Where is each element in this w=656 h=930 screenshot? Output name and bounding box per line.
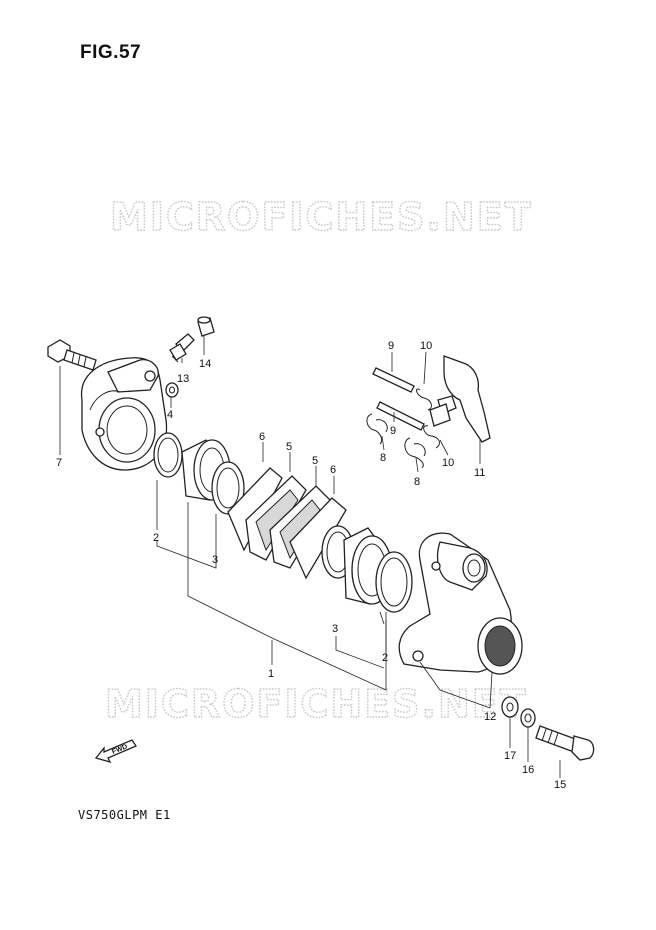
callout-labels: 7 13 14 4 6 5 5 6 2 3 1 3 2 9 10 9 8 8 1… (56, 340, 566, 791)
bleeder-valve-13 (169, 333, 195, 363)
callout-12: 12 (484, 711, 496, 723)
dust-seal-3-right (375, 551, 413, 613)
callout-9: 9 (390, 425, 396, 437)
callout-1: 1 (268, 668, 274, 680)
callout-9: 9 (388, 340, 394, 352)
fwd-arrow-icon (94, 739, 137, 764)
pad-pin-9-upper (372, 367, 415, 393)
caliper-housing-left (80, 357, 168, 471)
callout-17: 17 (504, 750, 516, 762)
callout-7: 7 (56, 457, 62, 469)
pad-pin-9-lower (376, 401, 425, 431)
figure-title: FIG.57 (80, 42, 142, 63)
callout-6: 6 (259, 431, 265, 443)
callout-6: 6 (330, 464, 336, 476)
model-code: VS750GLPM E1 (78, 808, 171, 822)
shim-6-left (227, 467, 283, 552)
callout-11: 11 (474, 467, 485, 479)
caliper-bolt-7 (47, 339, 97, 371)
washer-4 (165, 382, 179, 398)
dust-seal-3-left (211, 461, 245, 515)
callout-2: 2 (382, 652, 388, 664)
clip-8-right (404, 437, 426, 469)
clip-8-left (366, 413, 388, 445)
piston-seal-2-left (153, 432, 183, 478)
leader-lines (59, 336, 561, 778)
callout-5: 5 (286, 441, 292, 453)
callout-2: 2 (153, 532, 159, 544)
watermark-top: MICROFICHES.NET (110, 195, 533, 239)
callout-14: 14 (199, 358, 211, 370)
callout-16: 16 (522, 764, 534, 776)
bleeder-cap-14 (197, 316, 215, 337)
callout-10: 10 (442, 457, 454, 469)
callout-13: 13 (177, 373, 189, 385)
callout-10: 10 (420, 340, 432, 352)
callout-8: 8 (414, 476, 420, 488)
pad-spring-11 (429, 355, 491, 443)
callout-4: 4 (167, 409, 173, 421)
callout-8: 8 (380, 452, 386, 464)
washer-17 (501, 696, 519, 718)
clip-10-upper (416, 388, 432, 411)
callout-15: 15 (554, 779, 566, 791)
callout-5: 5 (312, 455, 318, 467)
caliper-bolt-15 (535, 725, 595, 761)
fwd-label: FWD (111, 743, 128, 755)
caliper-housing-right (398, 532, 523, 675)
shim-6-right (289, 497, 347, 580)
watermark-bottom: MICROFICHES.NET (105, 682, 528, 726)
washer-16 (520, 708, 536, 728)
callout-3: 3 (212, 554, 218, 566)
callout-3: 3 (332, 623, 338, 635)
clip-10-lower (423, 425, 440, 449)
